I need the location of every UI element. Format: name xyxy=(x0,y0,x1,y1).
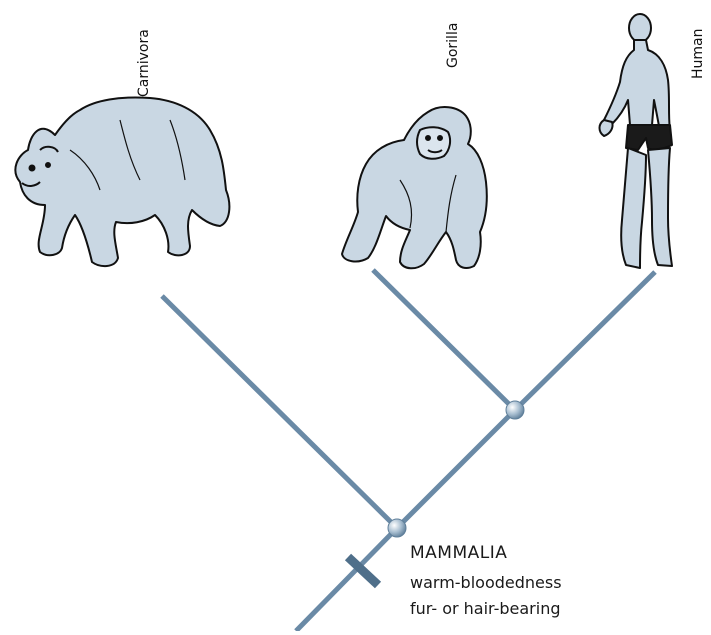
branch-internal xyxy=(397,410,515,528)
gorilla-icon xyxy=(342,107,487,268)
human-icon xyxy=(600,14,673,268)
clade-name: MAMMALIA xyxy=(410,543,507,563)
taxon-label-carnivora: Carnivora xyxy=(137,29,151,97)
branch-root xyxy=(296,528,397,631)
bear-icon xyxy=(15,98,229,267)
taxon-label-gorilla: Gorilla xyxy=(446,23,460,68)
branch-human xyxy=(515,272,655,410)
node-primates xyxy=(506,401,524,419)
branch-carnivora xyxy=(162,296,397,528)
clade-trait: warm-bloodedness xyxy=(410,573,562,592)
clade-trait: fur- or hair-bearing xyxy=(410,599,560,618)
taxon-label-human: Human xyxy=(691,29,705,80)
branches xyxy=(162,270,655,631)
branch-gorilla xyxy=(373,270,515,410)
node-mammalia xyxy=(388,519,406,537)
